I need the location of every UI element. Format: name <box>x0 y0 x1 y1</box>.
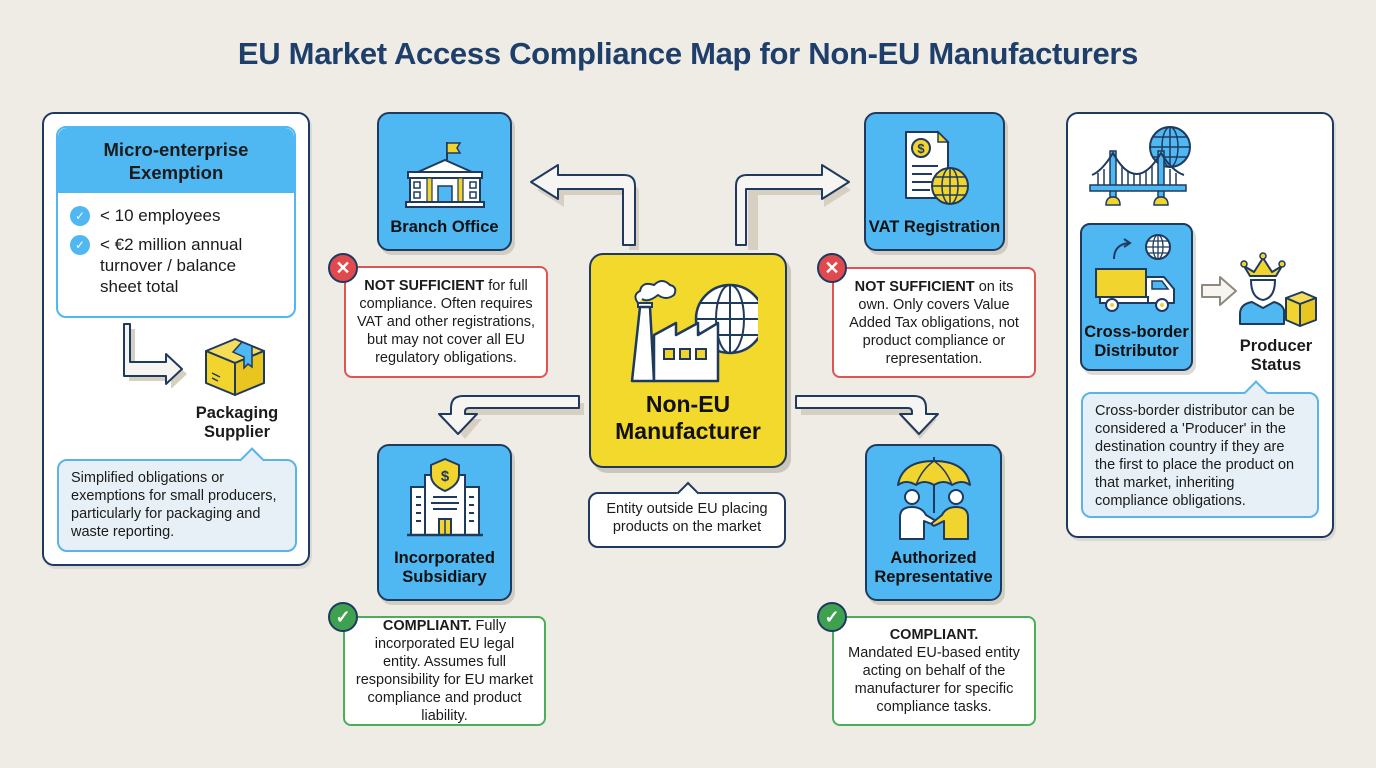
packaging-supplier-label: Packaging Supplier <box>195 404 279 441</box>
packaging-note: Simplified obligations or exemptions for… <box>57 459 297 552</box>
status-label: COMPLIANT. <box>382 618 472 634</box>
office-building-shield-icon: $ <box>406 458 483 537</box>
flow-arrow-to-vat-registration <box>735 164 851 250</box>
producer-status-label: Producer Status <box>1226 337 1326 375</box>
not-sufficient-x-icon: ✕ <box>817 253 847 283</box>
compliant-check-icon: ✓ <box>328 602 358 632</box>
incorporated-subsidiary-card[interactable]: $ Incorporated Subsidiary <box>377 444 512 601</box>
status-text: on its own. Only covers Value Added Tax … <box>849 278 1019 367</box>
package-box-icon <box>205 338 265 396</box>
flow-arrow-to-authorized-representative <box>795 395 939 439</box>
non-eu-manufacturer-card[interactable]: Non-EU Manufacturer <box>589 253 787 468</box>
svg-text:$: $ <box>440 468 449 485</box>
micro-enterprise-heading: Micro-enterprise Exemption <box>58 128 294 193</box>
status-text: Fully incorporated EU legal entity. Assu… <box>355 618 534 724</box>
authorized-representative-card[interactable]: Authorized Representative <box>865 444 1002 601</box>
government-building-icon <box>404 142 485 208</box>
truck-globe-icon <box>1094 234 1175 312</box>
vat-registration-label: VAT Registration <box>868 218 1001 236</box>
not-sufficient-x-icon: ✕ <box>328 253 358 283</box>
label-line: Subsidiary <box>402 568 487 586</box>
criterion-item: ✓ < €2 million annual turnover / balance… <box>70 234 282 297</box>
cross-border-note: Cross-border distributor can be consider… <box>1081 392 1319 518</box>
vat-registration-card[interactable]: $ VAT Registration <box>864 112 1005 251</box>
status-label: COMPLIANT. <box>889 627 979 643</box>
page-title: EU Market Access Compliance Map for Non-… <box>237 36 1139 71</box>
branch-office-label: Branch Office <box>390 218 499 236</box>
compliant-check-icon: ✓ <box>817 602 847 632</box>
authorized-representative-label: Authorized Representative <box>874 549 992 599</box>
status-text: Mandated EU-based entity acting on behal… <box>848 645 1020 715</box>
branch-office-card[interactable]: Branch Office <box>377 112 512 251</box>
label-line: Incorporated <box>394 549 495 567</box>
umbrella-handshake-icon <box>896 457 971 540</box>
non-eu-manufacturer-caption: Entity outside EU placing products on th… <box>588 492 786 548</box>
flow-arrow-to-incorporated-subsidiary <box>438 395 584 439</box>
flow-arrow-to-packaging <box>123 323 187 388</box>
factory-globe-icon <box>630 280 758 383</box>
label-line: Manufacturer <box>615 418 761 444</box>
criterion-item: ✓ < 10 employees <box>70 205 282 226</box>
tax-document-globe-icon: $ <box>904 130 969 205</box>
label-line: Cross-border <box>1084 323 1189 341</box>
micro-enterprise-card: Micro-enterprise Exemption ✓ < 10 employ… <box>56 126 296 318</box>
branch-office-status-note: NOT SUFFICIENT for full compliance. Ofte… <box>344 266 548 378</box>
flow-arrow-to-producer-status <box>1201 276 1237 306</box>
bridge-globe-icon <box>1089 126 1191 206</box>
label-line: Distributor <box>1094 342 1179 360</box>
non-eu-manufacturer-label: Non-EU Manufacturer <box>615 391 761 445</box>
check-circle-icon: ✓ <box>70 235 90 255</box>
check-circle-icon: ✓ <box>70 206 90 226</box>
cross-border-distributor-card[interactable]: Cross-border Distributor <box>1080 223 1193 371</box>
label-line: Non-EU <box>645 391 731 417</box>
crowned-person-box-icon <box>1239 252 1317 327</box>
label-line: Representative <box>874 568 993 586</box>
label-line: Status <box>1250 356 1302 374</box>
label-line: Authorized <box>890 549 977 567</box>
criterion-text: < €2 million annual turnover / balance s… <box>100 235 243 296</box>
vat-registration-status-note: NOT SUFFICIENT on its own. Only covers V… <box>832 267 1036 378</box>
flow-arrow-to-branch-office <box>530 164 639 250</box>
svg-text:$: $ <box>917 141 925 156</box>
incorporated-subsidiary-label: Incorporated Subsidiary <box>394 549 495 599</box>
criterion-text: < 10 employees <box>100 206 221 225</box>
label-line: Producer <box>1239 337 1313 355</box>
status-label: NOT SUFFICIENT <box>854 278 975 295</box>
cross-border-distributor-label: Cross-border Distributor <box>1084 323 1189 369</box>
status-text: for full compliance. Often requires VAT … <box>356 278 536 366</box>
status-label: NOT SUFFICIENT <box>364 278 485 294</box>
authorized-representative-status-note: COMPLIANT. Mandated EU-based entity actin… <box>832 616 1036 726</box>
incorporated-subsidiary-status-note: COMPLIANT. Fully incorporated EU legal e… <box>343 616 546 726</box>
